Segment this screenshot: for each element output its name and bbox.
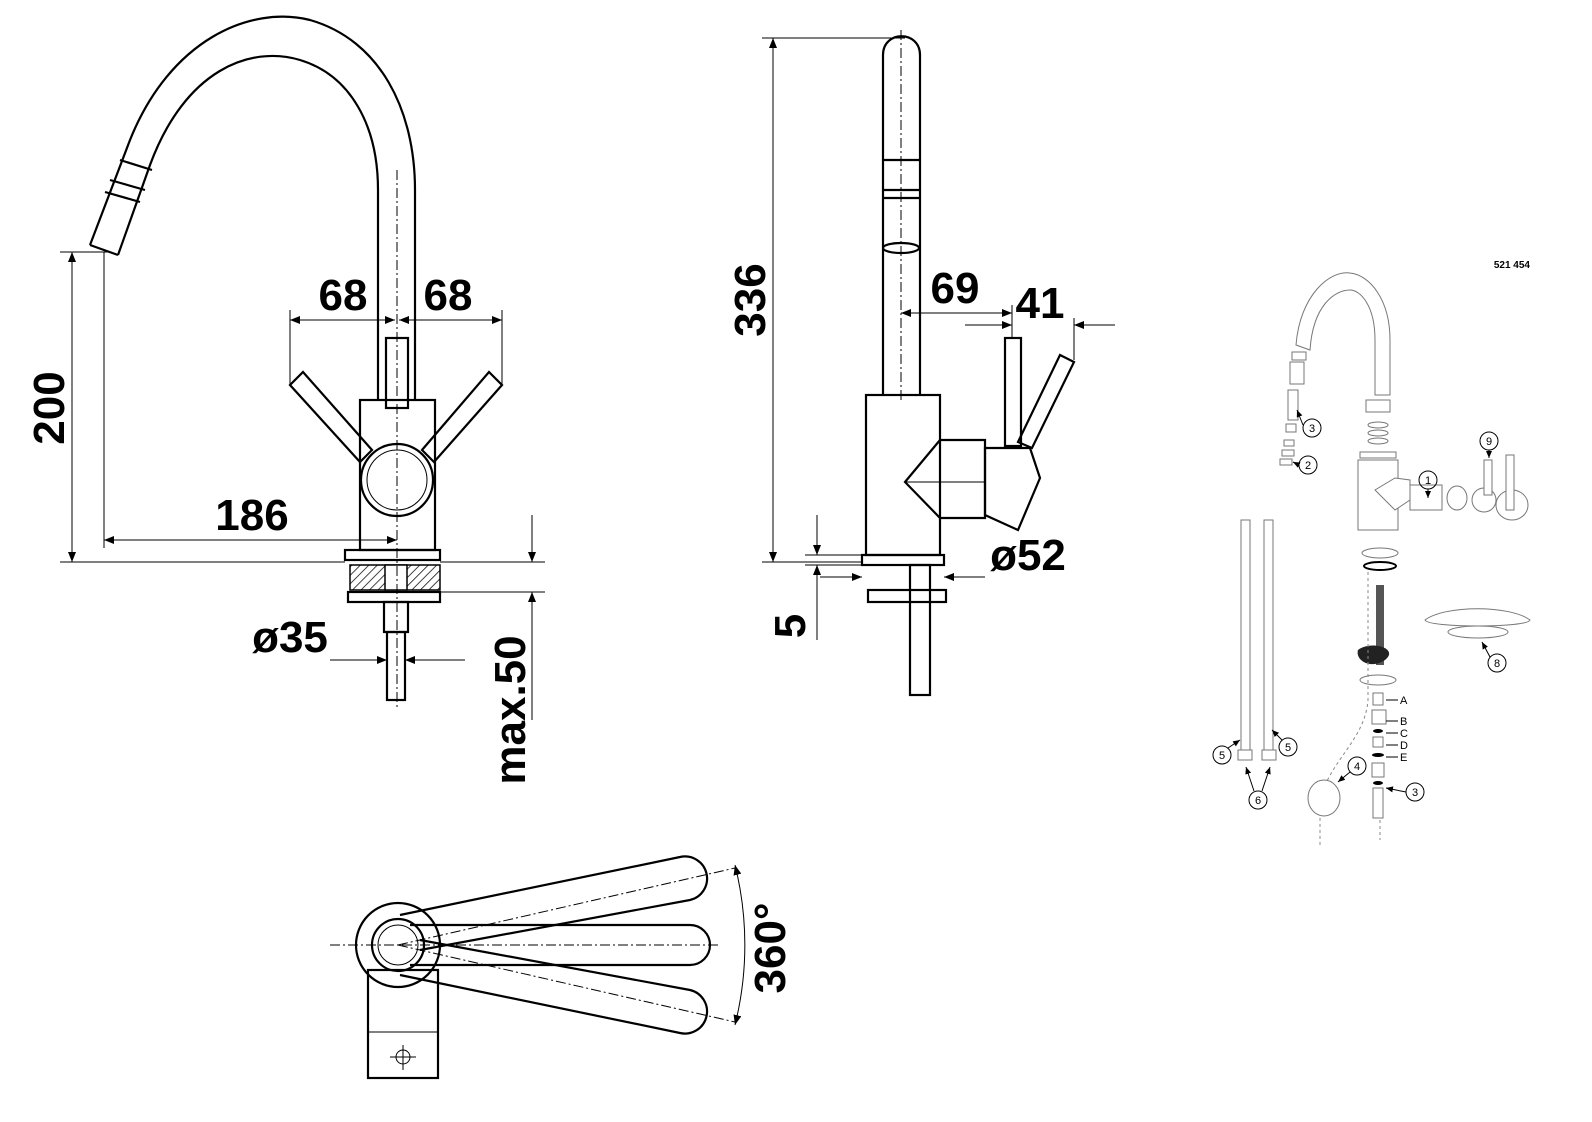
- callout-2: 2: [1292, 455, 1318, 475]
- dimension-label: 41: [1016, 279, 1065, 328]
- faucet-side-outline: [860, 30, 1076, 697]
- svg-text:8: 8: [1494, 658, 1500, 670]
- svg-text:A: A: [1400, 695, 1408, 707]
- svg-text:9: 9: [1486, 436, 1492, 448]
- dimension-max-50: max.50: [440, 515, 545, 785]
- callout-9: 9: [1479, 431, 1499, 458]
- part-letters: A B C D E: [1386, 695, 1408, 764]
- dimension-200: 200: [25, 251, 345, 563]
- dimension-label: 69: [931, 264, 980, 313]
- dimension-label: max.50: [486, 635, 535, 784]
- side-view: 336 69 41 ø52 5: [726, 30, 1115, 697]
- dimension-41: 41: [965, 279, 1115, 360]
- dimension-label: 200: [25, 371, 74, 444]
- faucet-front-outline: [88, 15, 504, 710]
- callout-1: 1: [1418, 470, 1438, 498]
- svg-text:3: 3: [1309, 423, 1315, 435]
- front-view: 200 186 68 68 ø35 max.50: [25, 15, 545, 785]
- callout-4: 4: [1337, 756, 1367, 783]
- svg-text:3: 3: [1412, 787, 1418, 799]
- top-view: 360°: [330, 855, 795, 1080]
- svg-text:5: 5: [1285, 742, 1291, 754]
- callout-5-left: 5: [1212, 739, 1241, 765]
- dimension-68-68: 68 68: [289, 271, 503, 385]
- dimension-label: 68: [319, 271, 368, 320]
- callout-3-upper: 3: [1296, 409, 1322, 438]
- exploded-view: 521 454: [1212, 260, 1531, 845]
- svg-text:B: B: [1400, 716, 1407, 728]
- dimension-label: 68: [424, 271, 473, 320]
- svg-text:5: 5: [1219, 750, 1225, 762]
- callout-3-lower: 3: [1385, 782, 1425, 802]
- dimension-69: 69: [901, 264, 1013, 338]
- callout-5-right: 5: [1271, 729, 1298, 757]
- dimension-label: 186: [215, 491, 288, 540]
- callout-8: 8: [1481, 641, 1507, 673]
- callout-6: 6: [1245, 766, 1271, 810]
- dimension-336: 336: [726, 37, 905, 563]
- dimension-186: 186: [103, 252, 397, 548]
- svg-text:C: C: [1400, 728, 1408, 740]
- dimension-5: 5: [766, 515, 862, 640]
- svg-text:D: D: [1400, 740, 1408, 752]
- dimension-label: 336: [726, 263, 775, 336]
- svg-text:4: 4: [1354, 761, 1360, 773]
- article-number: 521 454: [1494, 260, 1531, 271]
- svg-text:2: 2: [1305, 460, 1311, 472]
- dimension-label: 5: [766, 614, 815, 638]
- dimension-diameter-52: ø52: [820, 531, 1066, 581]
- dimension-360: 360°: [746, 902, 795, 993]
- dimension-label: ø35: [252, 613, 328, 662]
- dimension-label: ø52: [990, 531, 1066, 580]
- dimension-diameter-35: ø35: [252, 613, 465, 664]
- svg-text:6: 6: [1255, 795, 1261, 807]
- svg-text:E: E: [1400, 752, 1407, 764]
- svg-text:1: 1: [1425, 475, 1431, 487]
